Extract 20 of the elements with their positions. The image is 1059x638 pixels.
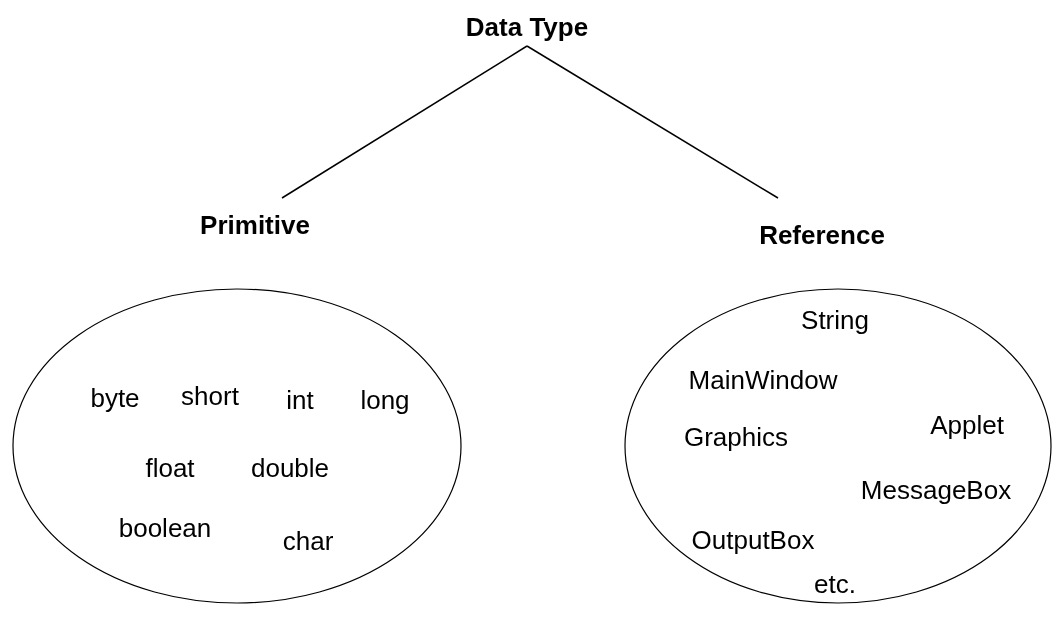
- type-name: boolean: [118, 512, 212, 544]
- type-name: float: [145, 452, 195, 484]
- type-name: String: [801, 304, 869, 336]
- category-heading: Primitive: [200, 209, 310, 241]
- type-name: MainWindow: [688, 364, 838, 396]
- type-name: char: [282, 525, 334, 557]
- type-name: long: [360, 384, 410, 416]
- type-name: double: [250, 452, 330, 484]
- type-name: etc.: [814, 568, 856, 600]
- root-heading: Data Type: [465, 11, 589, 43]
- type-name: byte: [90, 382, 140, 414]
- type-name: int: [286, 384, 314, 416]
- connector-line: [281, 45, 528, 199]
- connector-line: [526, 45, 779, 199]
- type-name: Graphics: [684, 421, 788, 453]
- type-name: OutputBox: [691, 524, 815, 556]
- type-name: short: [181, 380, 239, 412]
- category-heading: Reference: [759, 219, 885, 251]
- type-name: MessageBox: [860, 474, 1012, 506]
- type-name: Applet: [930, 409, 1004, 441]
